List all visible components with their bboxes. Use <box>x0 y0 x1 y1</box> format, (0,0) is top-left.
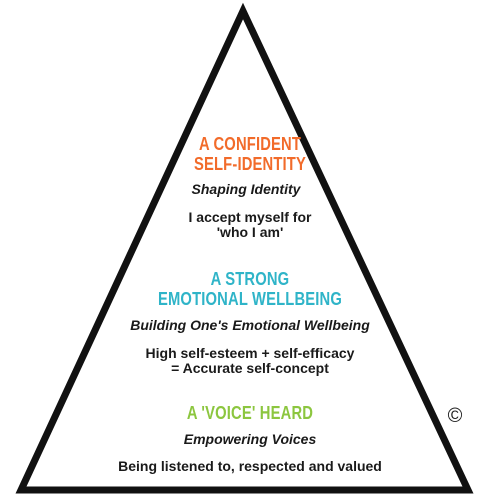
level-2-subtitle: Building One's Emotional Wellbeing <box>130 317 370 333</box>
level-2-body-line-2: = Accurate self-concept <box>171 360 329 376</box>
level-1-heading-line-2: SELF-IDENTITY <box>193 154 307 174</box>
level-2-heading-line-1: A STRONG <box>210 269 290 289</box>
level-3-heading: A 'VOICE' HEARD <box>186 403 314 423</box>
level-3-body: Being listened to, respected and valued <box>118 458 382 474</box>
pyramid-triangle <box>15 2 474 494</box>
level-2-heading-line-2: EMOTIONAL WELLBEING <box>157 289 343 309</box>
copyright-icon: © <box>447 405 463 427</box>
level-3-subtitle: Empowering Voices <box>183 431 317 447</box>
level-1-subtitle: Shaping Identity <box>191 181 301 197</box>
level-1-heading-line-1: A CONFIDENT <box>198 134 302 154</box>
level-1-body-line-1: I accept myself for <box>188 209 312 225</box>
level-2-body-line-1: High self-esteem + self-efficacy <box>145 345 355 361</box>
level-1-body-line-2: 'who I am' <box>216 224 284 240</box>
